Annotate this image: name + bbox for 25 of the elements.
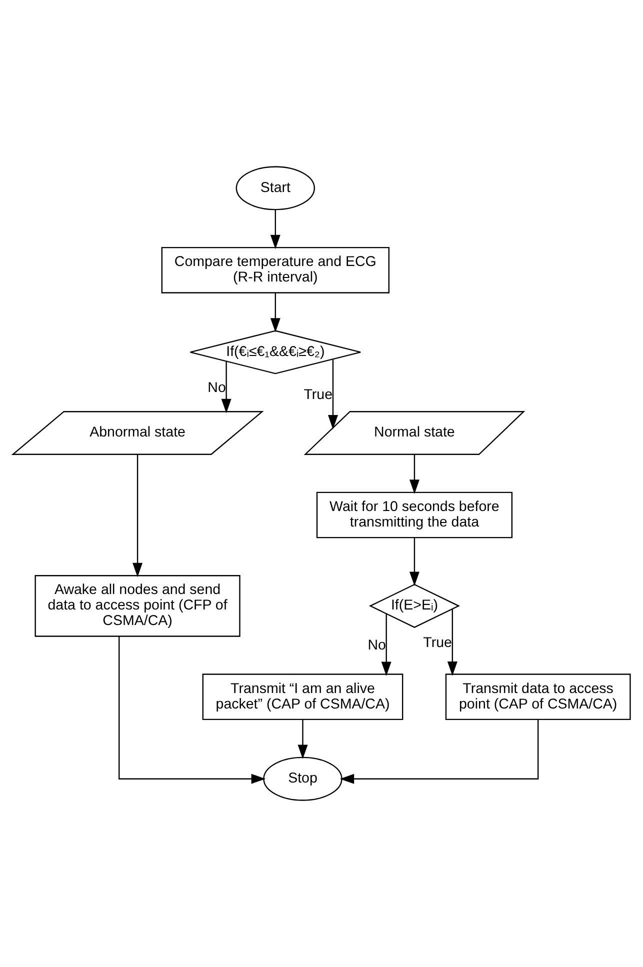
arrow	[447, 608, 458, 676]
arrow	[270, 210, 280, 250]
arrow	[298, 720, 308, 760]
edge-label: No	[368, 638, 386, 654]
arrow	[118, 636, 266, 784]
node-diamond: If(E>Eᵢ)	[368, 584, 460, 628]
arrow	[132, 454, 143, 578]
node-box: Transmit “I am an alive packet” (CAP of CSMA/CA)	[202, 674, 404, 720]
node-ellipse: Start	[236, 166, 316, 210]
node-box: Transmit data to access point (CAP of CSMA/CA)	[445, 674, 631, 720]
node-ellipse: Stop	[263, 756, 342, 801]
edge-label: True	[304, 387, 333, 404]
arrow	[270, 293, 280, 332]
edge-label: No	[208, 380, 226, 396]
arrow	[381, 614, 392, 676]
node-box: Wait for 10 seconds before transmitting the data	[316, 492, 513, 538]
arrow	[409, 454, 420, 494]
arrow	[340, 720, 539, 784]
node-box: Compare temperature and ECG (R-R interval)	[161, 246, 390, 294]
arrow	[221, 361, 232, 414]
node-diamond: If(€ᵢ≤€₁&&€ᵢ≥€₂)	[190, 330, 362, 374]
node-box: Awake all nodes and send data to access point (CFP of CSMA/CA)	[34, 575, 240, 637]
edge-label: True	[423, 634, 452, 651]
arrow	[409, 538, 420, 586]
arrow	[328, 360, 338, 430]
